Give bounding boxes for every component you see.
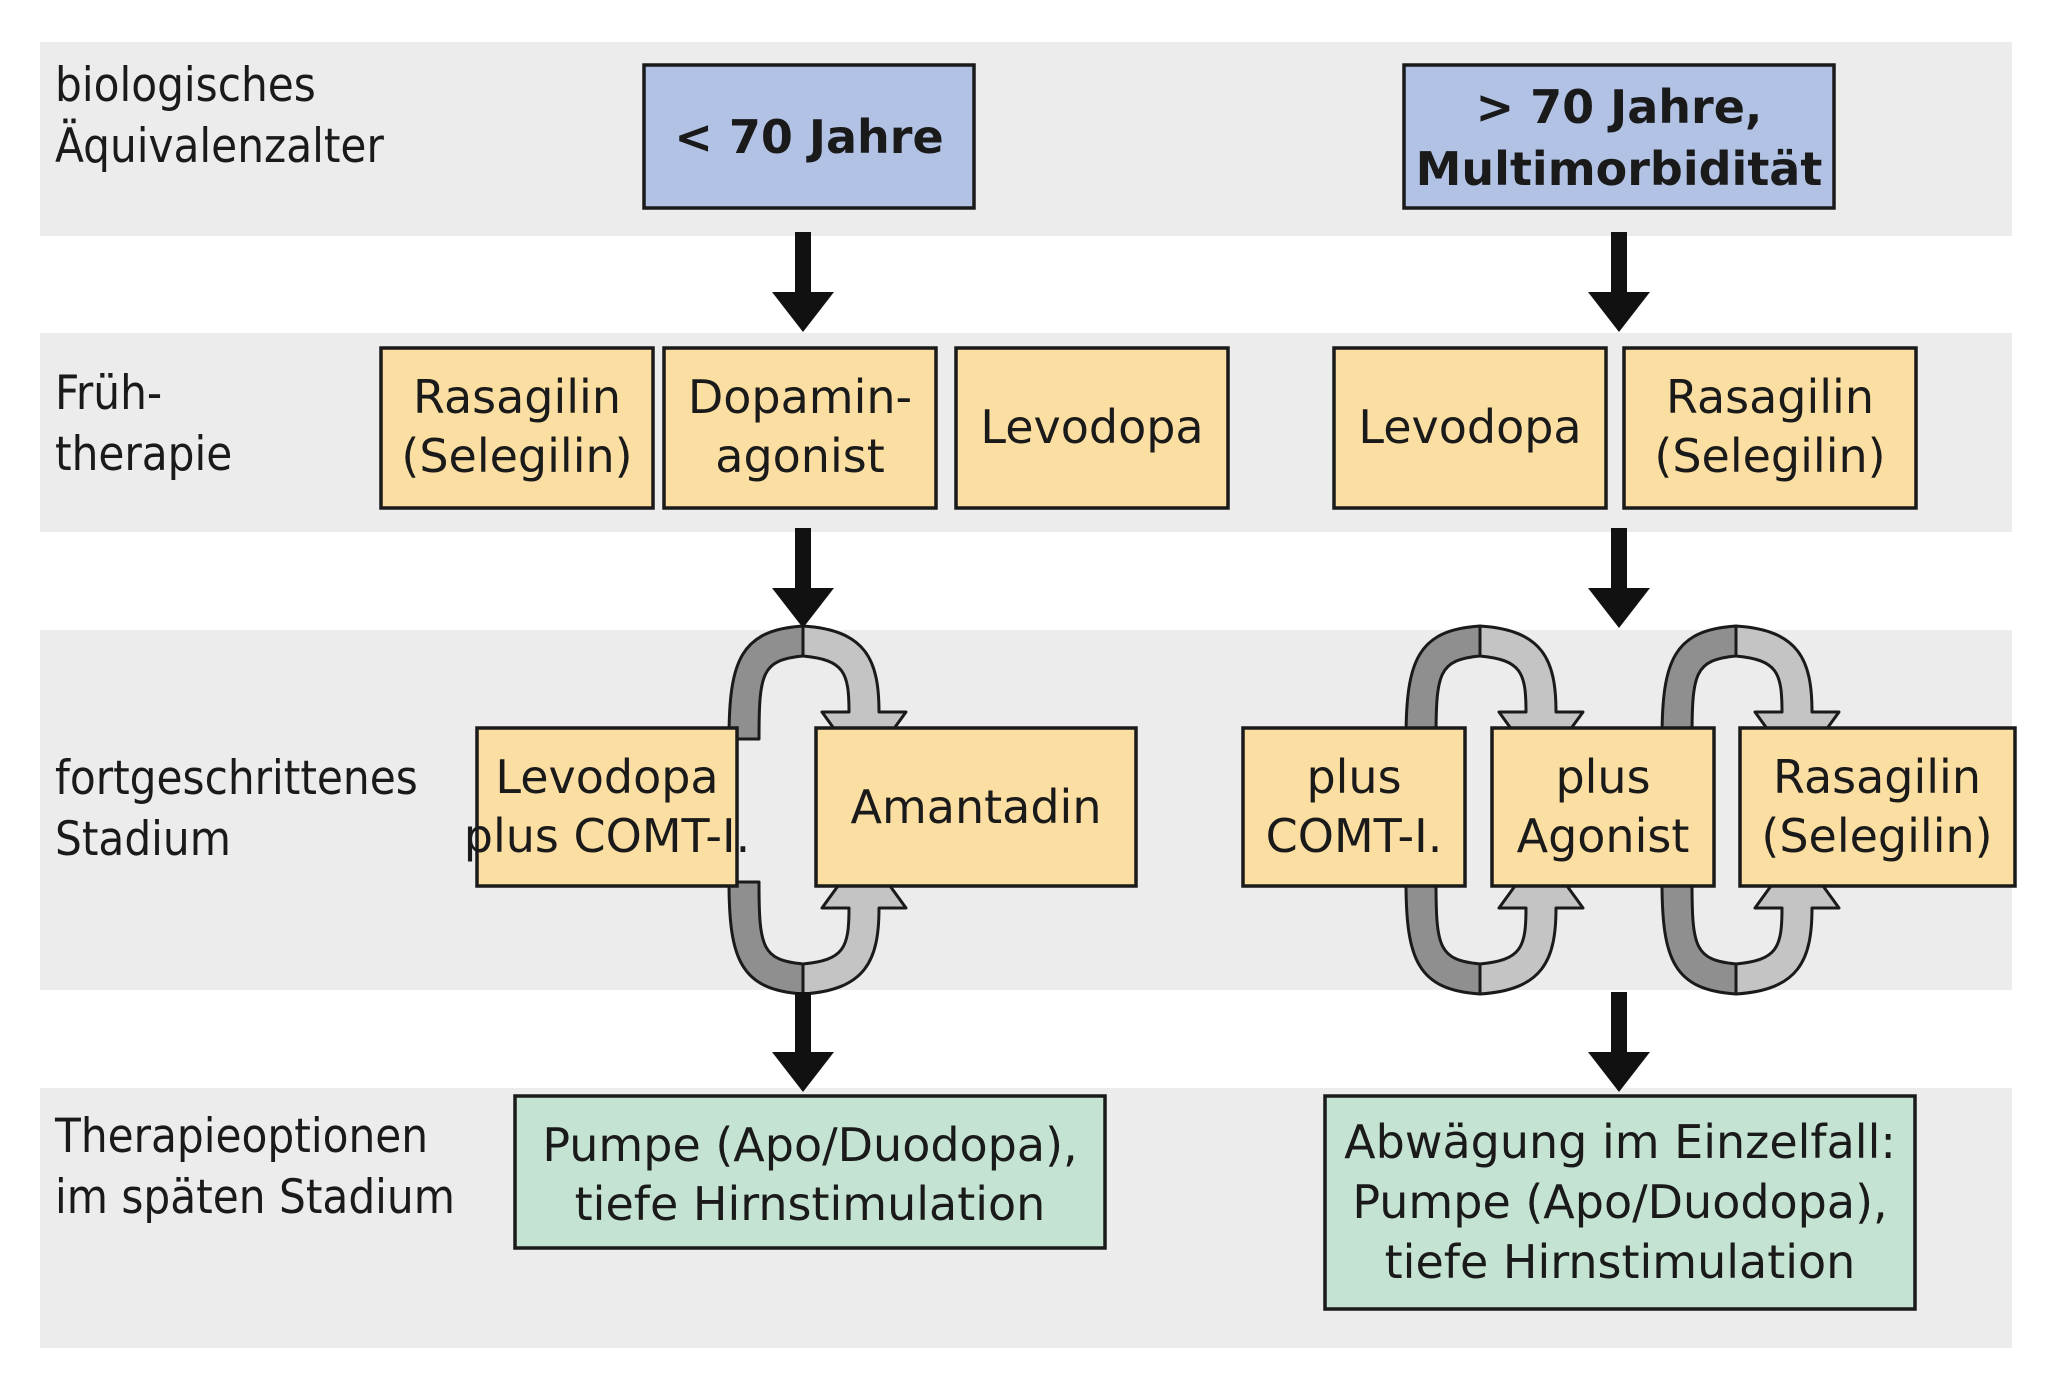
row-label-late-line1: Therapieoptionen xyxy=(54,1109,428,1164)
advanced-right-box-1-line2: Agonist xyxy=(1517,809,1690,863)
row-label-advanced-line2: Stadium xyxy=(55,812,231,867)
late-left-box[interactable] xyxy=(513,1094,1107,1250)
advanced-left-box-1-line1: Amantadin xyxy=(851,780,1102,834)
advanced-right-box-2-line2: (Selegilin) xyxy=(1761,809,1992,863)
down-arrow-left-age-to-early xyxy=(772,232,834,332)
row-label-early-line1: Früh- xyxy=(55,366,162,421)
age-box-left[interactable] xyxy=(642,63,976,210)
advanced-right-box-0-line2: COMT-I. xyxy=(1266,809,1443,863)
early-left-box-0[interactable] xyxy=(379,346,655,510)
down-arrow-right-early-to-advanced xyxy=(1588,528,1650,628)
late-left-box-line1: Pumpe (Apo/Duodopa), xyxy=(542,1118,1077,1172)
down-arrow-left-advanced-to-late xyxy=(772,992,834,1092)
advanced-right-box-0-line1: plus xyxy=(1306,750,1401,804)
down-arrow-left-early-to-advanced xyxy=(772,528,834,628)
early-right-box-0[interactable] xyxy=(1332,346,1608,510)
early-right-box-0-line1: Levodopa xyxy=(1358,400,1581,454)
late-left-box-line2: tiefe Hirnstimulation xyxy=(575,1177,1046,1231)
row-label-advanced-line1: fortgeschrittenes xyxy=(55,751,418,806)
early-right-box-1[interactable] xyxy=(1622,346,1918,510)
row-label-age-line1: biologisches xyxy=(55,58,316,113)
age-box-right[interactable] xyxy=(1402,63,1836,210)
advanced-right-box-2-line1: Rasagilin xyxy=(1773,750,1981,804)
age-box-right-line2: Multimorbidität xyxy=(1416,142,1823,196)
row-label-age-line2: Äquivalenzalter xyxy=(55,119,384,174)
early-right-box-1-line2: (Selegilin) xyxy=(1654,429,1885,483)
early-left-box-1-line2: agonist xyxy=(715,429,884,483)
advanced-left-box-0[interactable] xyxy=(475,726,739,888)
advanced-right-box-1[interactable] xyxy=(1490,726,1716,888)
row-label-early-line2: therapie xyxy=(55,427,232,482)
late-right-box[interactable] xyxy=(1323,1094,1917,1311)
age-box-left-line1: < 70 Jahre xyxy=(674,110,943,164)
advanced-right-box-1-line1: plus xyxy=(1555,750,1650,804)
early-left-box-1[interactable] xyxy=(662,346,938,510)
late-right-box-line2: Pumpe (Apo/Duodopa), xyxy=(1352,1175,1887,1229)
early-left-box-0-line1: Rasagilin xyxy=(413,370,621,424)
late-right-box-line3: tiefe Hirnstimulation xyxy=(1385,1235,1856,1289)
advanced-left-box-1[interactable] xyxy=(814,726,1138,888)
age-box-right-line1: > 70 Jahre, xyxy=(1476,80,1763,134)
advanced-right-box-2[interactable] xyxy=(1738,726,2017,888)
down-arrow-right-advanced-to-late xyxy=(1588,992,1650,1092)
early-left-box-0-line2: (Selegilin) xyxy=(401,429,632,483)
early-right-box-1-line1: Rasagilin xyxy=(1666,370,1874,424)
early-left-box-1-line1: Dopamin- xyxy=(688,370,912,424)
early-left-box-2[interactable] xyxy=(954,346,1230,510)
late-right-box-line1: Abwägung im Einzelfall: xyxy=(1344,1115,1896,1169)
down-arrow-right-age-to-early xyxy=(1588,232,1650,332)
advanced-right-box-0[interactable] xyxy=(1241,726,1467,888)
early-left-box-2-line1: Levodopa xyxy=(980,400,1203,454)
row-label-late-line2: im späten Stadium xyxy=(55,1170,455,1225)
advanced-left-box-0-line1: Levodopa xyxy=(495,750,718,804)
advanced-left-box-0-line2: plus COMT-I. xyxy=(464,809,750,863)
